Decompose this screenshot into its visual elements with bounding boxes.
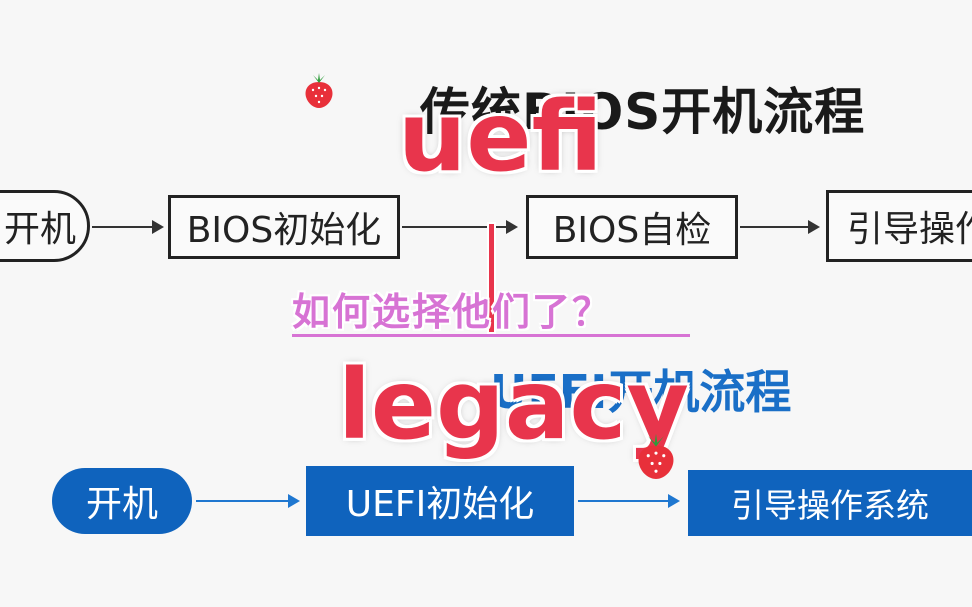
uefi-node-boot-os: 引导操作系统 (688, 470, 972, 536)
legacy-node-label: 开机 (3, 209, 76, 250)
uefi-node-label: UEFI初始化 (345, 484, 535, 525)
strawberry-icon (638, 433, 674, 479)
uefi-arrow-1 (196, 500, 290, 502)
legacy-node-label: BIOS自检 (552, 210, 712, 251)
uefi-node-uefi-init: UEFI初始化 (306, 466, 574, 536)
overlay-word-uefi: uefi (398, 81, 603, 193)
legacy-arrow-2 (402, 226, 508, 228)
strawberry-icon (305, 73, 333, 108)
uefi-node-label: 引导操作系统 (731, 486, 929, 525)
legacy-node-label: 引导操作 (847, 209, 972, 250)
overlay-word-legacy: legacy (338, 349, 689, 461)
legacy-arrow-1 (92, 226, 154, 228)
legacy-node-power-on: 开机 (0, 190, 90, 262)
legacy-node-bios-post: BIOS自检 (526, 195, 738, 259)
legacy-arrow-1-head (152, 220, 164, 234)
legacy-flow-title: 传统BIOS开机流程 (420, 83, 866, 141)
overlay-connector-line (489, 224, 494, 332)
overlay-question-underline (292, 334, 690, 337)
legacy-arrow-2-head (506, 220, 518, 234)
overlay-question: 如何选择他们了？ (292, 290, 613, 334)
legacy-arrow-3-head (808, 220, 820, 234)
uefi-arrow-2 (578, 500, 670, 502)
uefi-node-power-on: 开机 (52, 468, 192, 534)
legacy-node-boot-os: 引导操作 (826, 190, 972, 262)
uefi-node-label: 开机 (85, 484, 158, 525)
legacy-node-label: BIOS初始化 (186, 210, 382, 251)
uefi-arrow-2-head (668, 494, 680, 508)
legacy-arrow-3 (740, 226, 810, 228)
legacy-node-bios-init: BIOS初始化 (168, 195, 400, 259)
uefi-flow-title: UEFI开机流程 (490, 365, 792, 419)
uefi-arrow-1-head (288, 494, 300, 508)
